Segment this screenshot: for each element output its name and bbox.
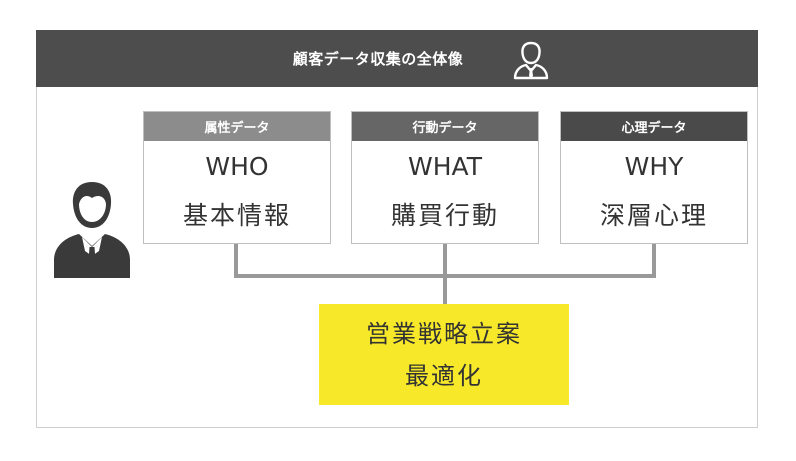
header-bar: 顧客データ収集の全体像 [36, 30, 758, 87]
card-subheading: 深層心理 [599, 201, 708, 230]
card-heading: WHY [624, 152, 684, 181]
card-heading: WHO [205, 152, 269, 181]
card-subheading: 購買行動 [390, 201, 499, 230]
card-what: 行動データ WHAT 購買行動 [351, 111, 539, 244]
card-who: 属性データ WHO 基本情報 [143, 111, 331, 244]
person-icon [513, 41, 549, 80]
card-subheading: 基本情報 [182, 201, 291, 230]
card-caption: 属性データ [144, 112, 330, 141]
result-line-2: 最適化 [405, 361, 483, 390]
card-caption: 心理データ [561, 112, 747, 141]
header-title: 顧客データ収集の全体像 [292, 50, 464, 68]
card-caption: 行動データ [352, 112, 538, 141]
result-line-1: 営業戦略立案 [366, 319, 522, 348]
header-title-wrap: 顧客データ収集の全体像 [36, 30, 758, 87]
result-box: 営業戦略立案 最適化 [319, 304, 569, 405]
card-why: 心理データ WHY 深層心理 [560, 111, 748, 244]
customer-icon [54, 182, 130, 278]
card-heading: WHAT [408, 152, 482, 181]
